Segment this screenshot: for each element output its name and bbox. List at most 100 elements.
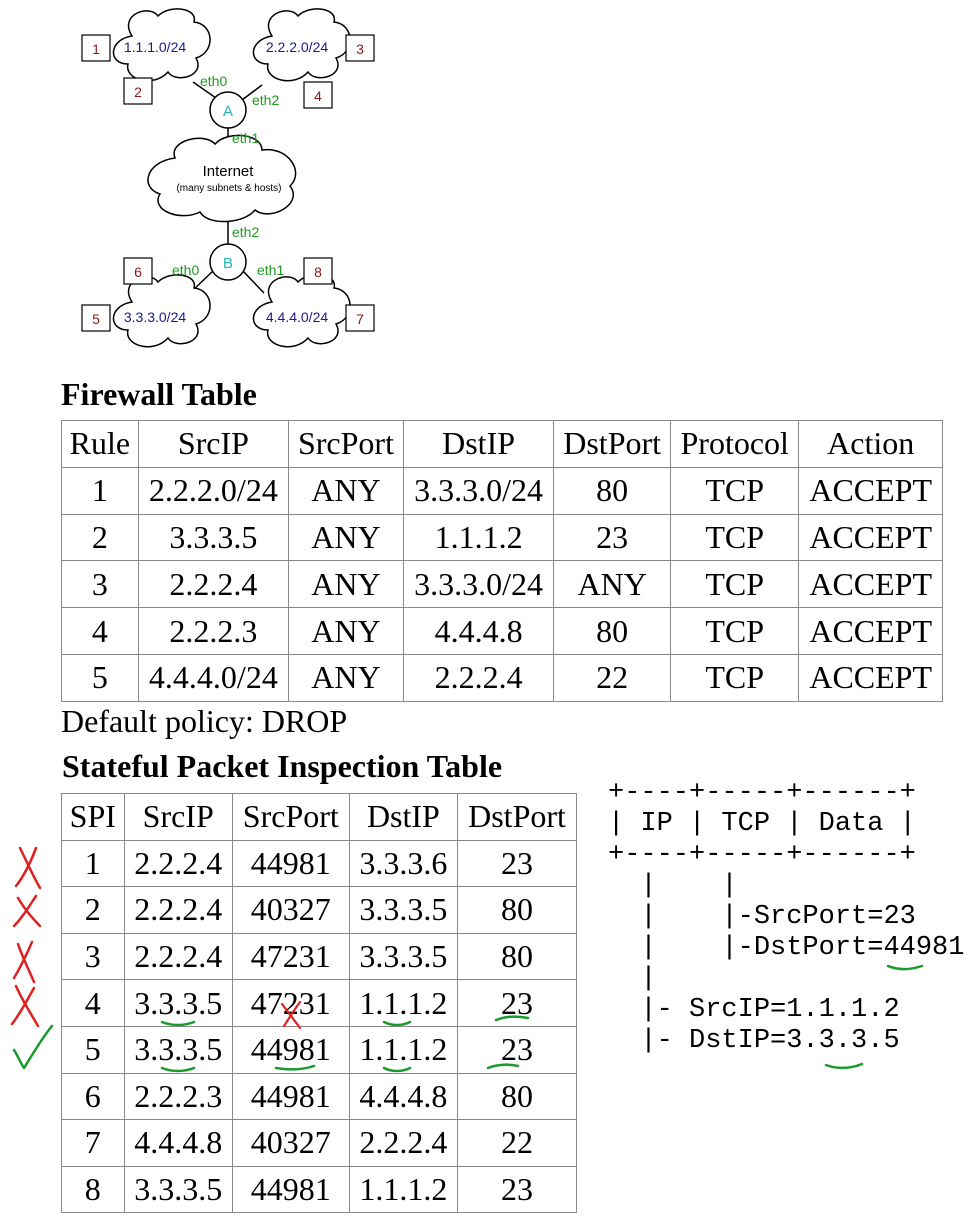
table-cell: 3 <box>61 932 125 981</box>
table-cell: 44981 <box>231 1025 350 1074</box>
cross-mark-icon <box>10 984 40 1028</box>
table-cell: 22 <box>553 653 672 702</box>
table-cell: 80 <box>553 607 672 655</box>
table-cell: 1.1.1.2 <box>402 513 555 562</box>
internet-title: Internet <box>203 163 255 180</box>
table-header-row: Rule SrcIP SrcPort DstIP DstPort Protoco… <box>61 420 943 468</box>
table-cell: 80 <box>553 466 672 515</box>
table-cell: 44981 <box>231 839 350 888</box>
iface-a-eth1: eth1 <box>232 130 259 146</box>
subnet-cloud-4: 4.4.4.0/24 <box>252 274 351 348</box>
network-topology-diagram: 1.1.1.0/24 2.2.2.0/24 3.3.3.0/24 4.4.4.0… <box>81 8 375 348</box>
table-cell: 4 <box>61 979 125 1027</box>
host-6: 6 <box>123 257 153 285</box>
table-cell: 80 <box>457 1072 577 1121</box>
table-cell: 2.2.2.4 <box>348 1119 459 1167</box>
column-header: SPI <box>61 793 125 841</box>
table-cell: 2.2.2.4 <box>123 886 233 934</box>
table-cell: 1.1.1.2 <box>348 1165 459 1214</box>
table-cell: ANY <box>288 560 404 609</box>
table-cell: ACCEPT <box>798 560 943 609</box>
iface-b-eth2: eth2 <box>232 224 259 240</box>
spi-table-title: Stateful Packet Inspection Table <box>62 748 503 784</box>
table-cell: TCP <box>670 513 800 562</box>
table-row: 5 3.3.3.5 44981 1.1.1.2 23 <box>61 1025 577 1074</box>
iface-b-eth1: eth1 <box>257 262 284 278</box>
iface-b-eth0: eth0 <box>172 262 199 278</box>
table-row: 5 4.4.4.0/24 ANY 2.2.2.4 22 TCP ACCEPT <box>61 653 943 702</box>
table-cell: 2 <box>61 513 139 562</box>
iface-a-eth2: eth2 <box>252 92 279 108</box>
table-cell: 3.3.3.5 <box>123 1025 233 1074</box>
host-4: 4 <box>303 81 333 109</box>
table-row: 3 2.2.2.4 ANY 3.3.3.0/24 ANY TCP ACCEPT <box>61 560 943 609</box>
table-cell: 3.3.3.5 <box>348 886 459 934</box>
table-cell: 6 <box>61 1072 125 1121</box>
table-row: 1 2.2.2.0/24 ANY 3.3.3.0/24 80 TCP ACCEP… <box>61 466 943 515</box>
cross-mark-icon <box>12 894 42 928</box>
svg-text:3: 3 <box>356 41 364 57</box>
table-cell: ANY <box>288 513 404 562</box>
internet-cloud: Internet (many subnets & hosts) <box>147 134 297 223</box>
table-cell: 5 <box>61 653 139 702</box>
host-3: 3 <box>345 34 375 62</box>
svg-text:1: 1 <box>92 41 100 57</box>
host-1: 1 <box>81 34 111 62</box>
table-cell: ANY <box>288 653 404 702</box>
subnet-cloud-2: 2.2.2.0/24 <box>252 8 351 82</box>
table-cell: 2 <box>61 886 125 934</box>
packet-line: +----+-----+------+ <box>608 778 916 808</box>
host-2: 2 <box>123 77 153 105</box>
table-cell: 3.3.3.5 <box>137 513 290 562</box>
column-header: Protocol <box>670 420 800 468</box>
svg-text:2: 2 <box>134 84 142 100</box>
column-header: DstPort <box>457 793 577 841</box>
table-cell: 2.2.2.3 <box>123 1072 233 1121</box>
table-cell: ACCEPT <box>798 653 943 702</box>
table-cell: ACCEPT <box>798 466 943 515</box>
links <box>189 81 265 294</box>
column-header: DstIP <box>348 793 459 841</box>
subnet-cloud-1: 1.1.1.0/24 <box>112 8 211 82</box>
table-cell: TCP <box>670 560 800 609</box>
packet-line: | |-SrcPort=23 <box>608 902 916 932</box>
packet-line: | |-DstPort=44981 <box>608 933 965 963</box>
table-cell: 4.4.4.0/24 <box>137 653 290 702</box>
column-header: SrcIP <box>137 420 290 468</box>
check-mark-icon <box>12 1024 54 1070</box>
table-row: 2 2.2.2.4 40327 3.3.3.5 80 <box>61 886 577 934</box>
table-cell: TCP <box>670 653 800 702</box>
table-cell: 2.2.2.0/24 <box>137 466 290 515</box>
spi-table: SPI SrcIP SrcPort DstIP DstPort 1 2.2.2.… <box>61 793 577 1214</box>
table-cell: 4.4.4.8 <box>402 607 555 655</box>
column-header: DstIP <box>402 420 555 468</box>
table-row: 8 3.3.3.5 44981 1.1.1.2 23 <box>61 1165 577 1214</box>
table-cell: 23 <box>457 1025 577 1074</box>
table-cell: 1 <box>61 466 139 515</box>
table-cell: 40327 <box>231 1119 350 1167</box>
router-a: A <box>209 91 247 129</box>
table-row: 4 3.3.3.5 47231 1.1.1.2 23 <box>61 979 577 1027</box>
cross-mark-icon <box>14 846 42 890</box>
packet-line: | <box>608 964 657 994</box>
table-cell: 3.3.3.0/24 <box>402 560 555 609</box>
table-cell: 22 <box>457 1119 577 1167</box>
firewall-table: Rule SrcIP SrcPort DstIP DstPort Protoco… <box>61 420 943 702</box>
table-cell: 3 <box>61 560 139 609</box>
packet-line: | IP | TCP | Data | <box>608 809 916 839</box>
table-cell: 40327 <box>231 886 350 934</box>
table-row: 3 2.2.2.4 47231 3.3.3.5 80 <box>61 932 577 981</box>
table-cell: 3.3.3.5 <box>123 1165 233 1214</box>
svg-text:4: 4 <box>314 88 322 104</box>
table-row: 6 2.2.2.3 44981 4.4.4.8 80 <box>61 1072 577 1121</box>
svg-text:5: 5 <box>92 311 100 327</box>
table-cell: 2.2.2.4 <box>123 932 233 981</box>
internet-subtitle: (many subnets & hosts) <box>176 183 281 194</box>
table-row: 1 2.2.2.4 44981 3.3.3.6 23 <box>61 839 577 888</box>
router-b: B <box>209 243 247 281</box>
subnet-label: 4.4.4.0/24 <box>266 309 328 325</box>
svg-text:8: 8 <box>314 264 322 280</box>
table-cell: 2.2.2.4 <box>137 560 290 609</box>
cross-mark-icon <box>12 940 36 984</box>
svg-text:7: 7 <box>356 311 364 327</box>
